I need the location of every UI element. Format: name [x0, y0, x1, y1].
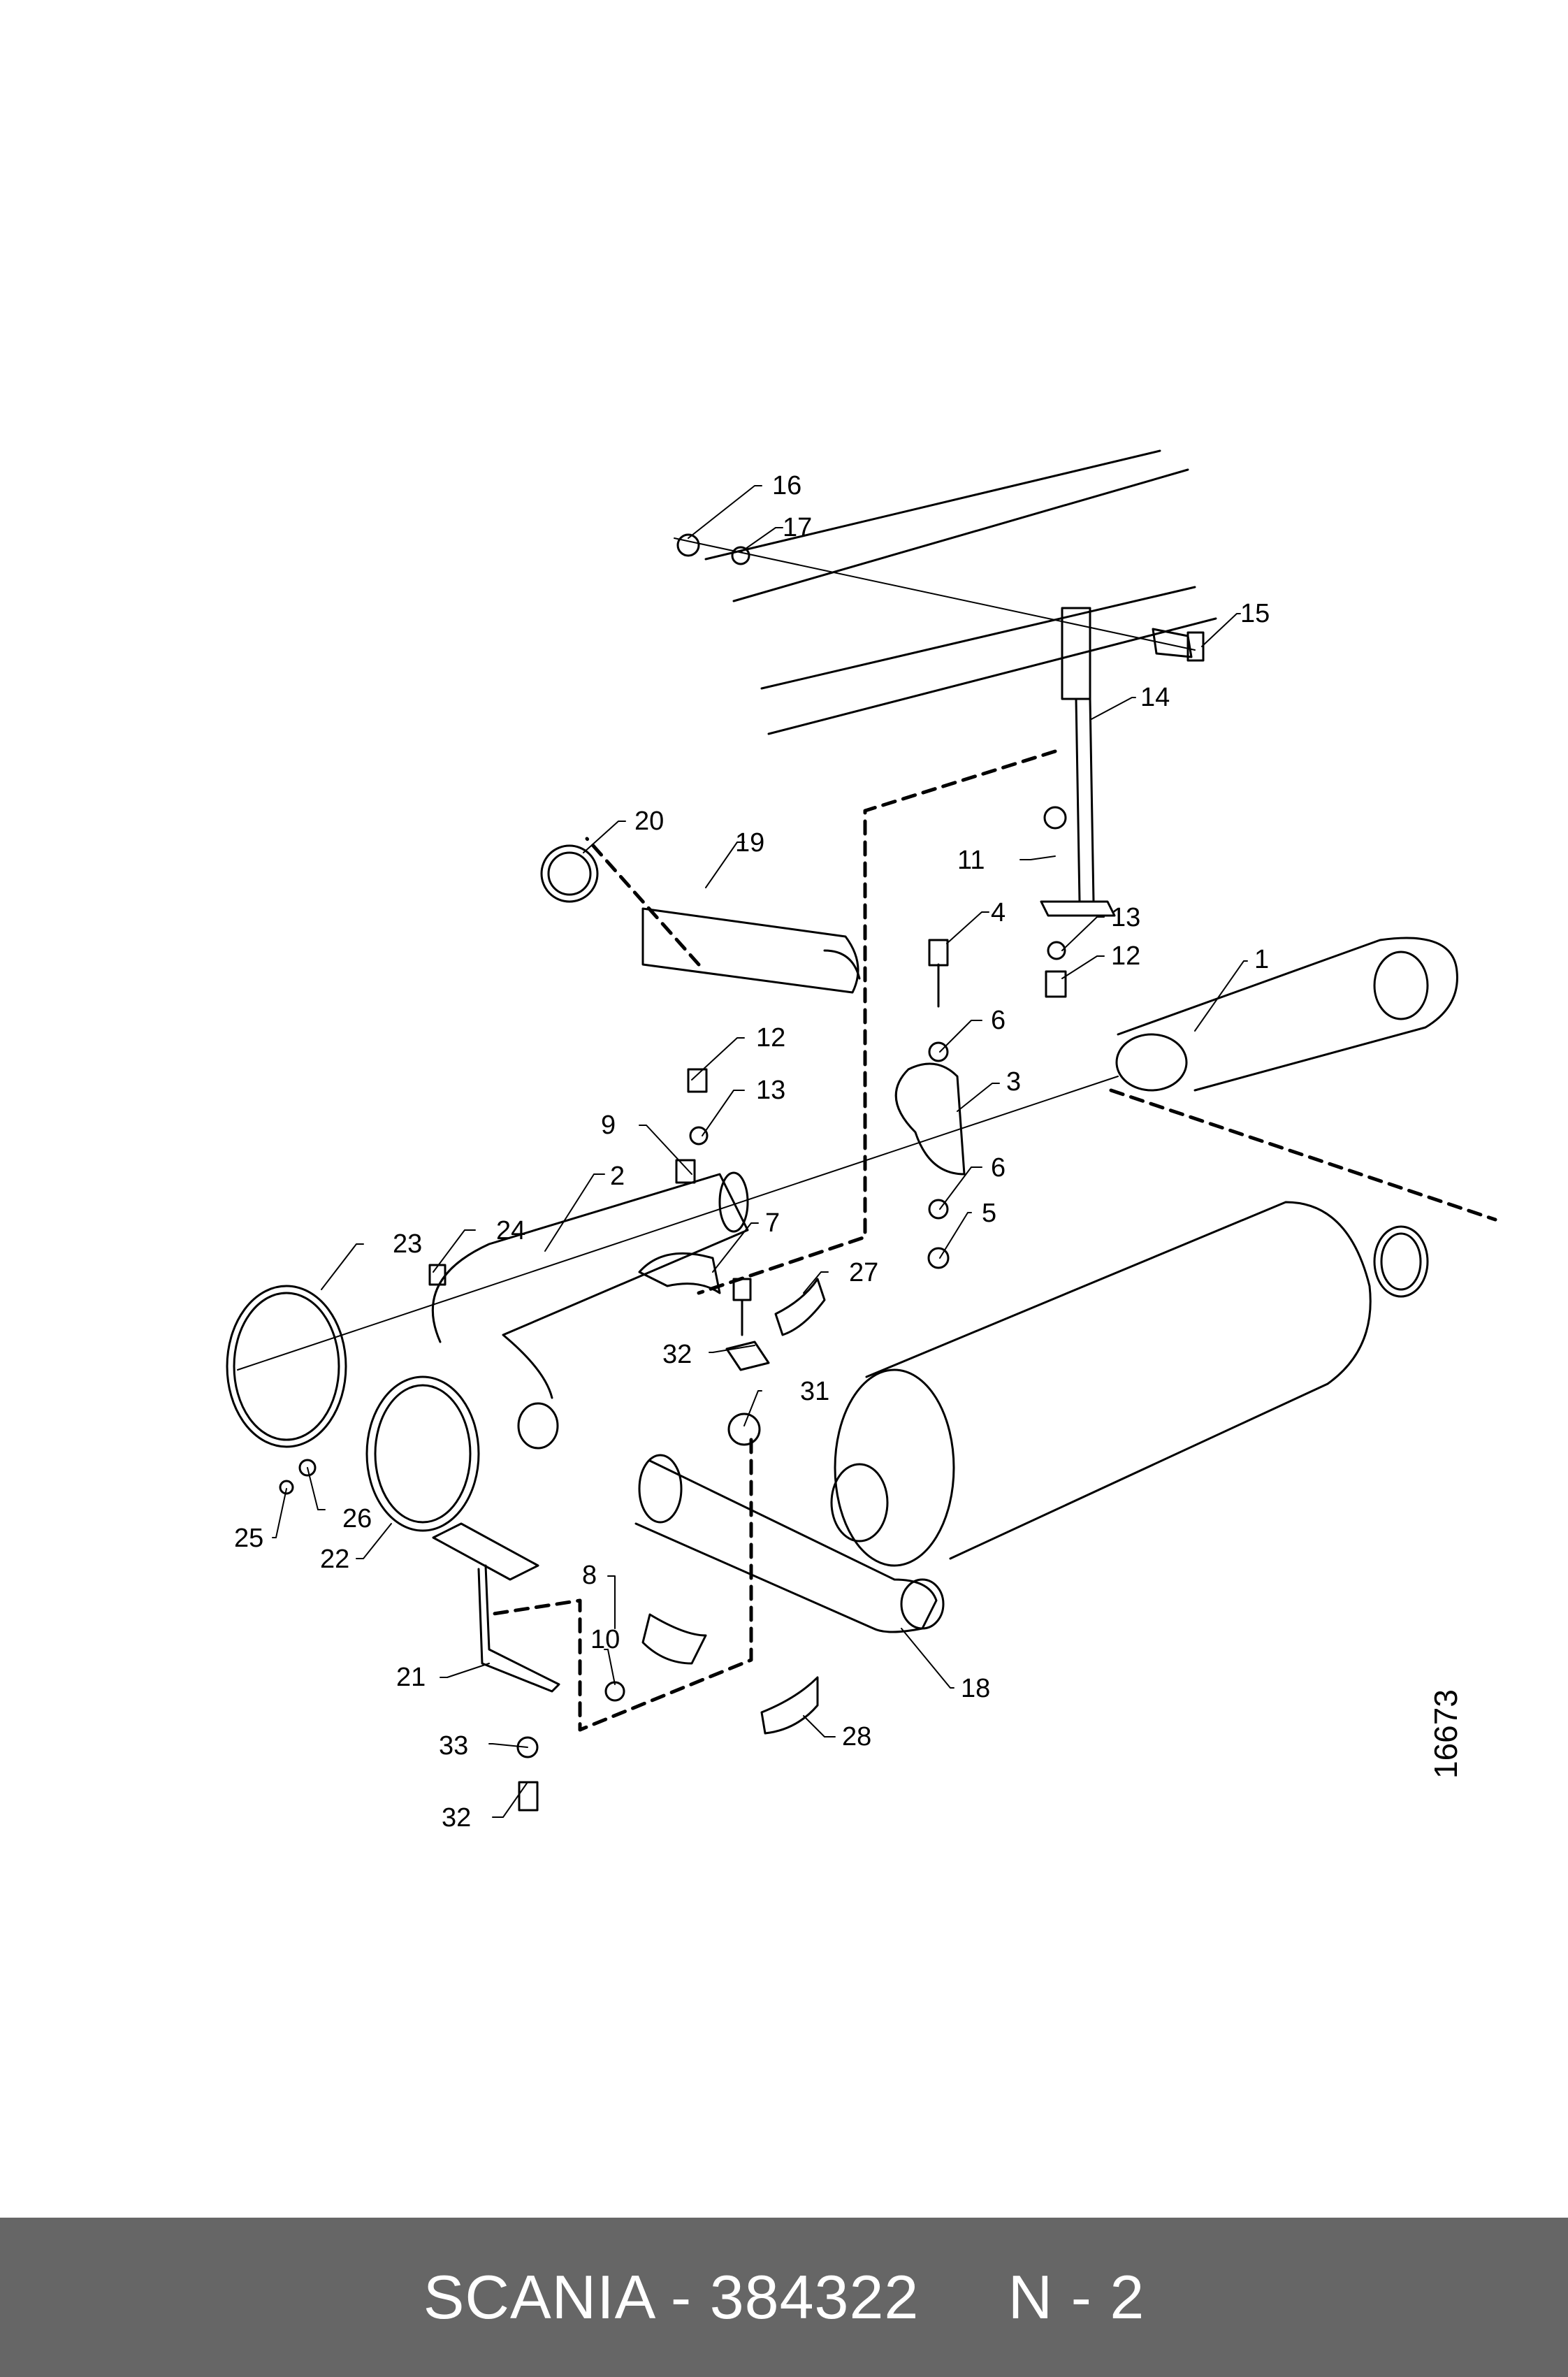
callout-6: 6 [991, 1006, 1006, 1035]
callout-6b: 6 [991, 1153, 1006, 1183]
callout-5: 5 [982, 1199, 996, 1228]
callout-22: 22 [320, 1545, 349, 1574]
callout-8: 8 [582, 1561, 597, 1590]
callout-21: 21 [396, 1663, 426, 1692]
callout-13b: 13 [1111, 903, 1140, 932]
callout-16: 16 [772, 471, 801, 500]
callout-12b: 12 [1111, 941, 1140, 971]
exploded-parts-diagram: 1 2 3 4 5 6 6 7 8 9 10 11 12 12 13 13 14… [226, 449, 1497, 1833]
part-20-clamp [540, 844, 599, 903]
callout-20: 20 [634, 807, 664, 836]
callout-33: 33 [439, 1731, 468, 1761]
parts-22-23-rings [226, 1285, 480, 1532]
callout-2: 2 [610, 1162, 625, 1191]
footer-brand: SCANIA [423, 2262, 653, 2332]
callout-32a: 32 [662, 1340, 692, 1369]
footer-part-number: 384322 [709, 2262, 920, 2332]
callout-24: 24 [496, 1216, 525, 1245]
footer-variant: N - 2 [1008, 2262, 1145, 2332]
chassis-frame-lines [704, 449, 1217, 735]
fasteners [279, 533, 1067, 1812]
saddle-clamps [638, 1252, 826, 1735]
part-2-bent-pipe [431, 1171, 749, 1450]
footer-caption: SCANIA - 384322 N - 2 [423, 2262, 1145, 2333]
callout-17: 17 [783, 513, 812, 542]
callout-32b: 32 [442, 1803, 471, 1833]
callout-27: 27 [849, 1258, 878, 1287]
footer-bar: SCANIA - 384322 N - 2 [0, 2218, 1568, 2377]
assembly-axis-lines [237, 537, 1196, 1371]
callout-3: 3 [1006, 1067, 1021, 1097]
callout-19: 19 [735, 828, 764, 858]
callout-numbers: 1 2 3 4 5 6 6 7 8 9 10 11 12 12 13 13 14… [234, 471, 1270, 1833]
drawing-number: 16673 [1428, 1689, 1464, 1779]
part-3-clamp [894, 1062, 966, 1176]
part-19-heat-shield [641, 907, 861, 994]
part-1-exhaust-pipe [1115, 937, 1458, 1092]
callout-25: 25 [234, 1524, 263, 1553]
callout-15: 15 [1240, 599, 1270, 628]
part-18-lower-pipe [634, 1454, 945, 1633]
silencer [830, 1201, 1372, 1567]
callout-12a: 12 [756, 1023, 785, 1053]
footer-separator: - [653, 2262, 710, 2332]
callout-14: 14 [1140, 683, 1170, 712]
callout-13a: 13 [756, 1076, 785, 1105]
callout-9: 9 [601, 1111, 616, 1140]
callout-28: 28 [842, 1722, 871, 1751]
callout-18: 18 [961, 1674, 990, 1703]
part-21-bracket [432, 1522, 560, 1693]
callout-31: 31 [800, 1377, 829, 1406]
callout-7: 7 [765, 1208, 780, 1238]
leader-lines [272, 485, 1248, 1818]
callout-10: 10 [590, 1625, 620, 1654]
dashed-guide-lines [487, 749, 1497, 1732]
callout-23: 23 [393, 1229, 422, 1259]
callout-1: 1 [1254, 945, 1269, 974]
part-15-bolt [1152, 628, 1205, 662]
callout-4: 4 [991, 898, 1006, 927]
footer-gap [919, 2262, 1008, 2332]
callout-11: 11 [957, 846, 985, 875]
part-14-hanger-bracket [1040, 607, 1116, 917]
callout-26: 26 [342, 1504, 372, 1533]
silencer-end-clamp [1373, 1225, 1429, 1298]
